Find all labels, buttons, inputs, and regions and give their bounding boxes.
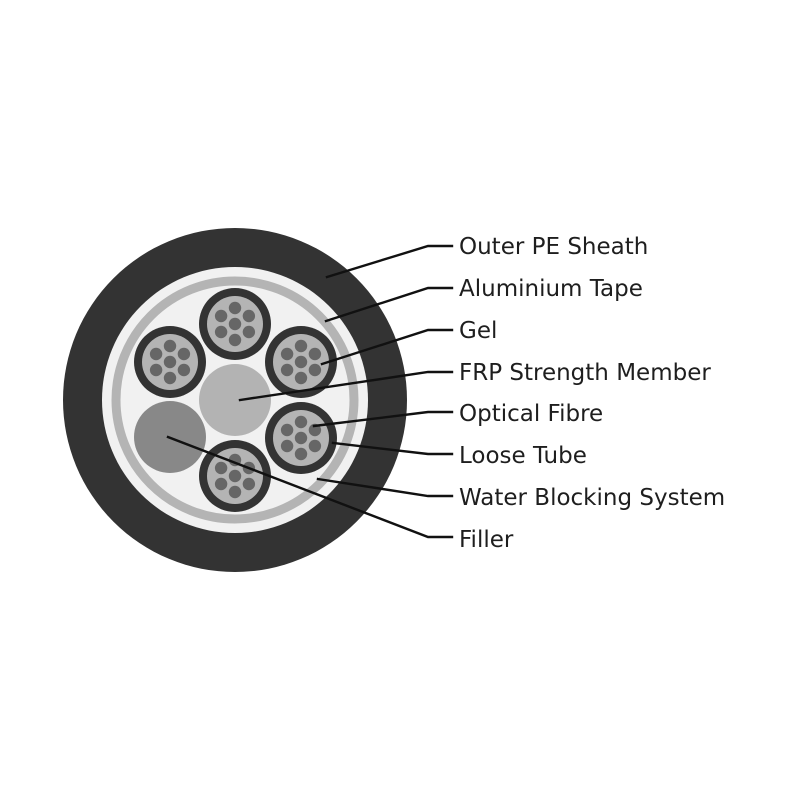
optical-fibre [280, 423, 294, 437]
optical-fibre [214, 477, 228, 491]
label-frp-strength-member: FRP Strength Member [459, 360, 711, 386]
optical-fibre [294, 371, 308, 385]
optical-fibre [214, 325, 228, 339]
optical-fibre [242, 309, 256, 323]
optical-fibre [163, 371, 177, 385]
optical-fibre [214, 461, 228, 475]
optical-fibre [294, 339, 308, 353]
optical-fibre [163, 355, 177, 369]
label-loose-tube: Loose Tube [459, 443, 587, 469]
loose-tube [134, 326, 206, 398]
loose-tube [265, 326, 337, 398]
label-optical-fibre: Optical Fibre [459, 401, 603, 427]
leader-line-frp-strength-member [238, 370, 454, 402]
optical-fibre [294, 415, 308, 429]
optical-fibre [308, 347, 322, 361]
leader-line-loose-tube [331, 441, 454, 456]
optical-fibre [280, 439, 294, 453]
optical-fibre [228, 333, 242, 347]
optical-fibre [214, 309, 228, 323]
optical-fibre [228, 485, 242, 499]
optical-fibre [149, 363, 163, 377]
leader-line-optical-fibre [312, 410, 454, 428]
aluminium-tape-ring [111, 276, 359, 524]
optical-fibre [228, 301, 242, 315]
leader-line-gel [320, 328, 454, 366]
optical-fibre [294, 431, 308, 445]
optical-fibre [294, 447, 308, 461]
leader-line-aluminium-tape [324, 286, 454, 323]
label-filler: Filler [459, 527, 514, 553]
loose-tube [265, 402, 337, 474]
loose-tube [199, 288, 271, 360]
leader-line-filler [166, 435, 454, 539]
optical-fibre [294, 355, 308, 369]
label-outer-pe-sheath: Outer PE Sheath [459, 234, 648, 260]
label-aluminium-tape: Aluminium Tape [459, 276, 643, 302]
optical-fibre [280, 347, 294, 361]
component-labels: Outer PE Sheath Aluminium Tape Gel FRP S… [459, 234, 725, 553]
optical-fibre [228, 469, 242, 483]
loose-tubes-group [134, 288, 337, 512]
label-water-blocking-system: Water Blocking System [459, 485, 725, 511]
optical-fibre [242, 325, 256, 339]
frp-strength-member [199, 364, 271, 436]
optical-fibre [308, 439, 322, 453]
optical-fibre [308, 423, 322, 437]
leader-lines [166, 244, 454, 539]
cable-cross-section [63, 228, 407, 572]
leader-line-water-blocking-system [316, 477, 454, 498]
label-gel: Gel [459, 318, 497, 344]
optical-fibre [308, 363, 322, 377]
optical-fibre [177, 363, 191, 377]
loose-tube [199, 440, 271, 512]
optical-fibre [149, 347, 163, 361]
optical-fibre [280, 363, 294, 377]
leader-line-outer-pe-sheath [325, 244, 454, 279]
optical-fibre [242, 477, 256, 491]
optical-fibre [228, 317, 242, 331]
optical-fibre [163, 339, 177, 353]
optical-fibre [177, 347, 191, 361]
